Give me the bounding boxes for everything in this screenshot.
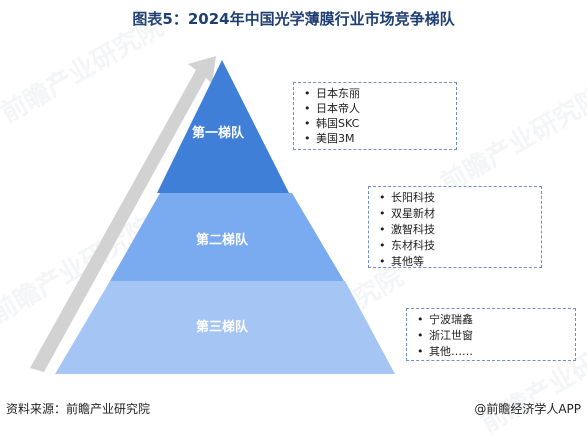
company-item: 激智科技 [377, 222, 533, 238]
tier-2-label: 第二梯队 [196, 232, 249, 248]
brand-credit: @前瞻经济学人APP [474, 402, 581, 416]
company-item: 美国3M [302, 131, 448, 146]
tier-1-label: 第一梯队 [192, 125, 245, 141]
company-item: 东材科技 [377, 238, 533, 254]
company-item: 韩国SKC [302, 116, 448, 131]
company-item: 双星新材 [377, 206, 533, 222]
tier-2-band [110, 193, 344, 281]
company-item: 其他…… [415, 344, 567, 360]
chart-title: 图表5：2024年中国光学薄膜行业市场竞争梯队 [132, 10, 455, 28]
company-item: 浙江世窗 [415, 328, 567, 344]
pyramid-diagram: 第一梯队 第二梯队 第三梯队 [30, 56, 395, 374]
company-item: 宁波瑞鑫 [415, 312, 567, 328]
tier-1-company-box: 日本东丽 日本帝人 韩国SKC 美国3M [293, 82, 457, 150]
tier-3-band [55, 281, 395, 374]
company-item: 其他等 [377, 254, 533, 270]
tier-3-label: 第三梯队 [196, 319, 249, 335]
rising-arrow-icon [30, 56, 216, 372]
tier-3-company-box: 宁波瑞鑫 浙江世窗 其他…… [406, 308, 576, 361]
company-item: 日本帝人 [302, 101, 448, 116]
tier-1-band [157, 60, 289, 193]
company-item: 日本东丽 [302, 86, 448, 101]
company-item: 长阳科技 [377, 190, 533, 206]
tier-2-company-box: 长阳科技 双星新材 激智科技 东材科技 其他等 [368, 186, 542, 270]
source-note: 资料来源：前瞻产业研究院 [6, 402, 151, 416]
